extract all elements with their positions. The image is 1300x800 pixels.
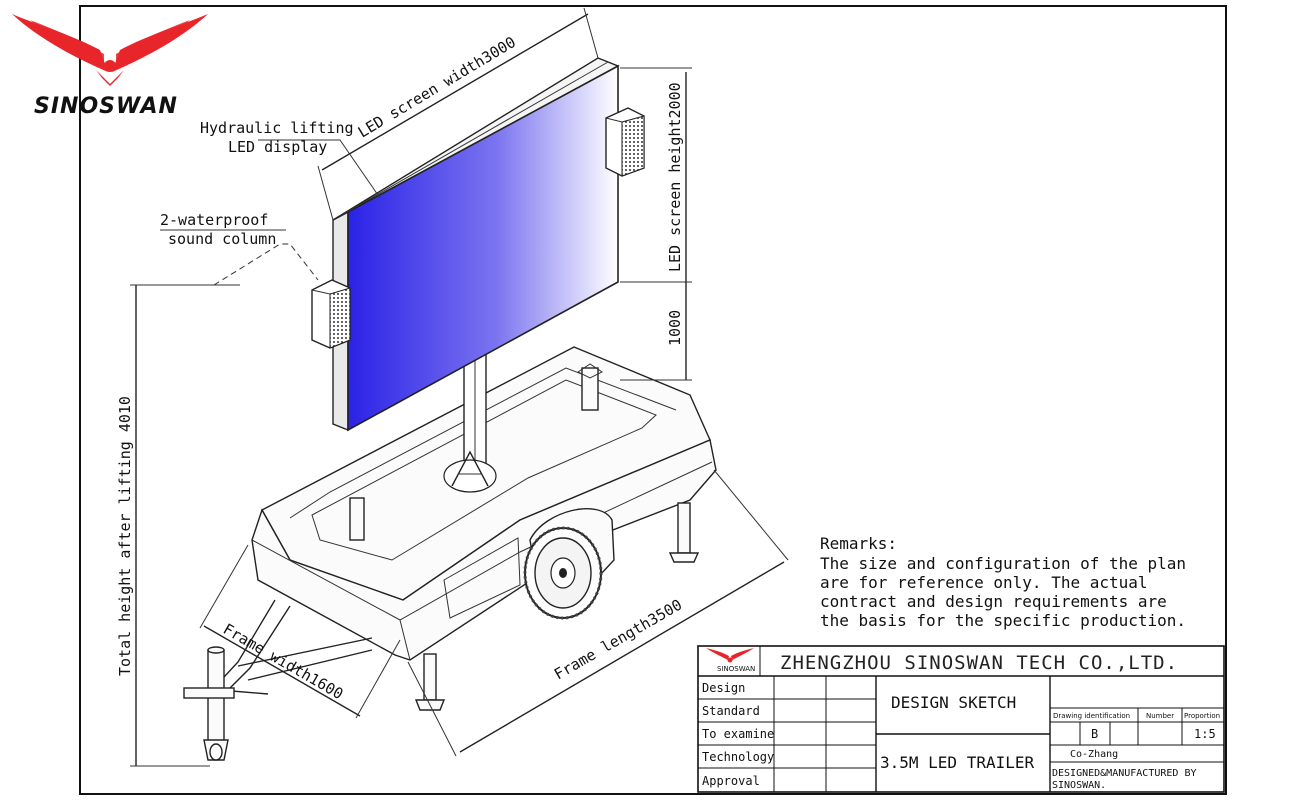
sinoswan-logo: SINOSWAN: [12, 14, 208, 119]
product-title: 3.5M LED TRAILER: [880, 753, 1034, 772]
wings-emblem-icon: [12, 14, 208, 86]
designer-name: Co-Zhang: [1070, 749, 1118, 760]
drawing-id-value: B: [1091, 727, 1098, 741]
number-header: Number: [1146, 712, 1174, 720]
remarks-line: The size and configuration of the plan: [820, 554, 1186, 573]
led-panel-face: [347, 64, 619, 432]
wheel: [523, 526, 603, 620]
company-logo-text: SINOSWAN: [717, 665, 755, 673]
proportion-value: 1:5: [1194, 727, 1216, 741]
support-leg-front: [414, 653, 446, 711]
label-hydraulic-line1: Hydraulic lifting: [200, 119, 354, 137]
row-label-technology: Technology: [702, 750, 774, 764]
drawing-border: [79, 5, 1227, 795]
row-label-approval: Approval: [702, 774, 760, 788]
company-name: ZHENGZHOU SINOSWAN TECH CO.,LTD.: [780, 652, 1178, 674]
trailer-body: [183, 346, 717, 761]
label-total-height: Total height after lifting 4010: [116, 396, 134, 676]
proportion-header: Proportion: [1184, 712, 1220, 720]
led-screen: [332, 57, 620, 432]
title-block: SINOSWAN ZHENGZHOU SINOSWAN TECH CO.,LTD…: [697, 645, 1225, 793]
label-gap-height: 1000: [666, 310, 684, 346]
remarks-line: the basis for the specific production.: [820, 611, 1186, 630]
row-label-design: Design: [702, 681, 745, 695]
speaker-left: [311, 279, 351, 349]
remarks-block: Remarks: The size and configuration of t…: [820, 534, 1186, 630]
remarks-line: are for reference only. The actual: [820, 573, 1148, 592]
sheet-title: DESIGN SKETCH: [891, 693, 1016, 712]
tow-bar: [183, 599, 373, 761]
label-waterproof-line2: sound column: [168, 230, 276, 248]
dimension-lines: [130, 7, 789, 767]
remarks-line: contract and design requirements are: [820, 592, 1167, 611]
lifting-mast: [443, 349, 497, 493]
label-screen-height: LED screen height2000: [666, 82, 684, 272]
drawing-id-header: Drawing identification: [1053, 712, 1130, 720]
support-leg-right: [668, 502, 700, 563]
row-label-standard: Standard: [702, 704, 760, 718]
row-label-to-examine: To examine: [702, 727, 774, 741]
label-waterproof-line1: 2-waterproof: [160, 211, 268, 229]
remarks-title: Remarks:: [820, 534, 897, 553]
label-hydraulic-line2: LED display: [228, 138, 327, 156]
speaker-right: [605, 107, 645, 177]
company-logo-icon: [706, 648, 754, 663]
brand-name: SINOSWAN: [34, 94, 178, 119]
